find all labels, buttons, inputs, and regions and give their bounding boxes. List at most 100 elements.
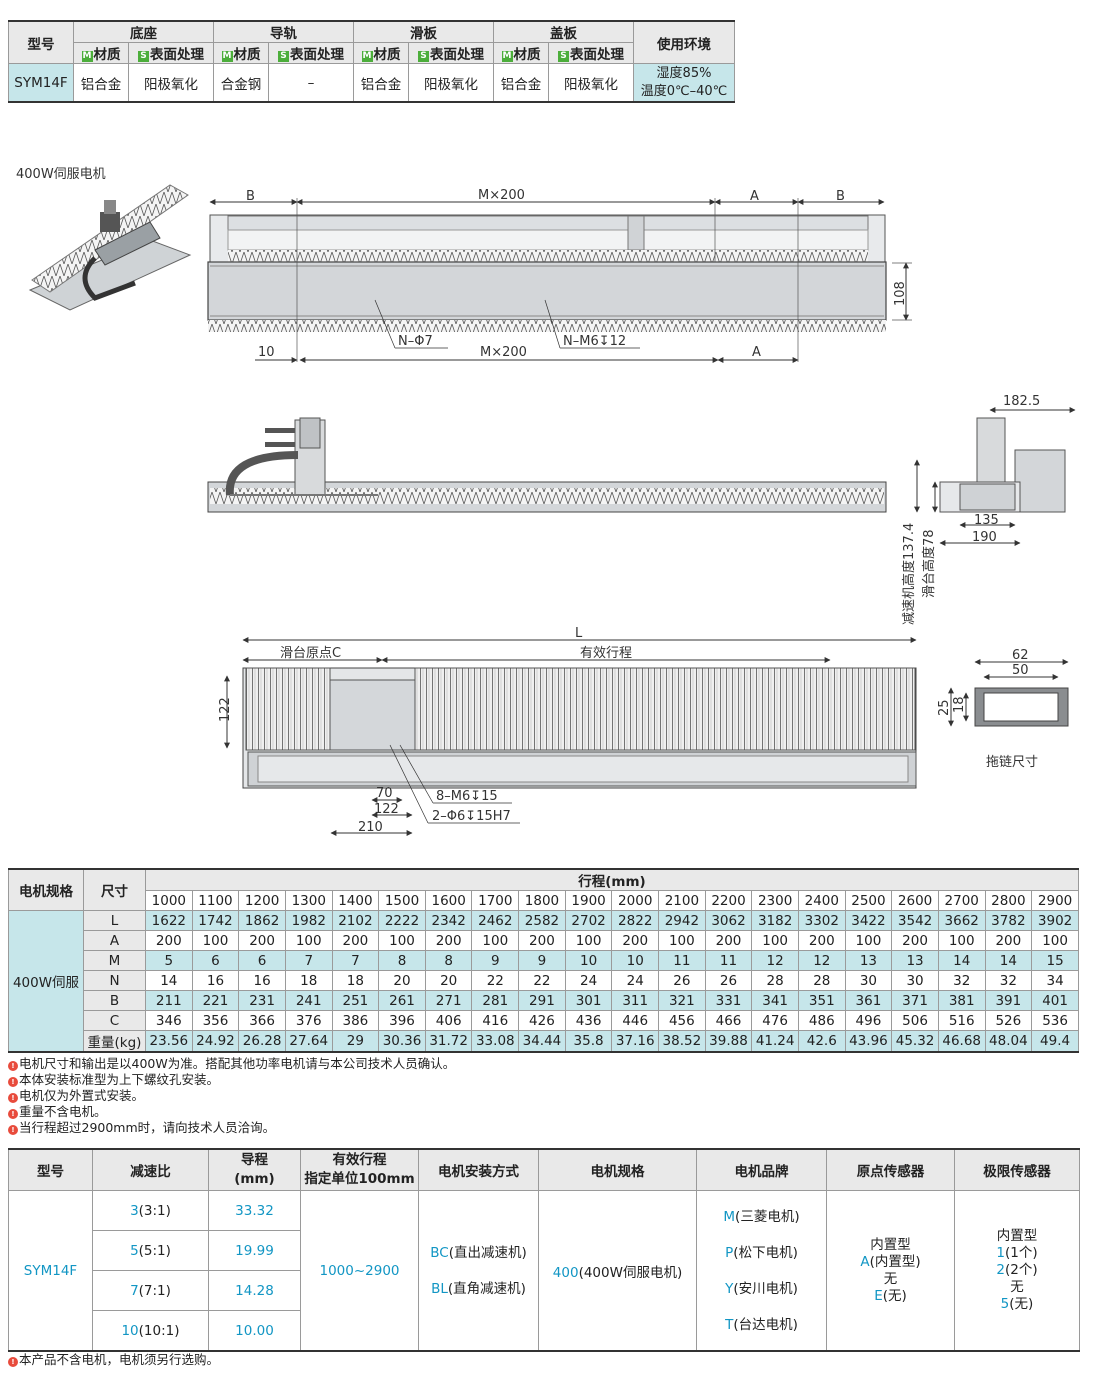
row-model: SYM14F — [8, 63, 74, 103]
dim-value: 241 — [284, 990, 333, 1011]
cell: 铝合金 — [73, 63, 129, 103]
dim-value: 200 — [611, 930, 660, 951]
stroke-header: 2200 — [704, 890, 753, 911]
dim-value: 18 — [331, 970, 380, 991]
front-view: L 滑台原点C 有效行程 122 70 122 210 8–M6↧15 2–Φ6… — [218, 626, 1069, 836]
dim-value: 13 — [844, 950, 893, 971]
dim-value: 18 — [284, 970, 333, 991]
col-env: 使用环境 — [633, 20, 735, 64]
col-model: 型号 — [8, 20, 74, 64]
dim-value: 100 — [284, 930, 333, 951]
dim-value: 26 — [704, 970, 753, 991]
dim-value: 10 — [564, 950, 613, 971]
dim-122-v: 122 — [218, 697, 233, 722]
stroke-header: 1000 — [145, 890, 193, 911]
note-icon: ! — [8, 1077, 18, 1087]
stroke-header: 1600 — [424, 890, 473, 911]
label-2phi6: 2–Φ6↧15H7 — [432, 809, 511, 824]
dim-value: 200 — [891, 930, 939, 951]
dim-value: 426 — [518, 1010, 566, 1031]
notes: !电机尺寸和输出是以400W为准。搭配其他功率电机请与本公司技术人员确认。!本体… — [8, 1056, 455, 1136]
label-N-M6: N–M6↧12 — [563, 334, 626, 349]
stroke-header: 1100 — [191, 890, 240, 911]
label-chain: 拖链尺寸 — [986, 755, 1038, 770]
stroke-header: 2600 — [891, 890, 939, 911]
dim-value: 15 — [1031, 950, 1079, 971]
spec-option: 400(400W伺服电机) — [538, 1190, 697, 1352]
dim-value: 401 — [1031, 990, 1079, 1011]
col-rail: 导轨 — [213, 20, 354, 43]
note-icon: ! — [8, 1357, 18, 1367]
dim-value: 34 — [1031, 970, 1079, 991]
dim-50: 50 — [1012, 663, 1029, 678]
dim-value: 331 — [704, 990, 753, 1011]
h-spec: 电机规格 — [538, 1148, 697, 1191]
dim-value: 3422 — [844, 910, 893, 931]
dim-value: 38.52 — [658, 1030, 706, 1053]
dim-value: 28 — [751, 970, 799, 991]
dim-value: 496 — [844, 1010, 893, 1031]
dim-value: 100 — [1031, 930, 1079, 951]
order-model: SYM14F — [8, 1190, 93, 1352]
dim-value: 321 — [658, 990, 706, 1011]
dim-value: 1622 — [145, 910, 193, 931]
label-stroke: 有效行程 — [580, 646, 632, 661]
product-thumbnail — [28, 184, 192, 311]
dim-value: 30 — [844, 970, 893, 991]
dim-value: 10 — [611, 950, 660, 971]
dim-value: 311 — [611, 990, 660, 1011]
dim-value: 6 — [191, 950, 240, 971]
stroke-header: 2900 — [1031, 890, 1079, 911]
stroke-header: 2100 — [658, 890, 706, 911]
dim-A: A — [750, 189, 759, 204]
dim-value: 3542 — [891, 910, 939, 931]
dim-value: 2942 — [658, 910, 706, 931]
dim-value: 20 — [424, 970, 473, 991]
dim-value: 37.16 — [611, 1030, 660, 1053]
dim-210: 210 — [358, 820, 383, 835]
dim-value: 341 — [751, 990, 799, 1011]
dim-value: 100 — [751, 930, 799, 951]
dim-value: 1742 — [191, 910, 240, 931]
dim-row-label: 重量(kg) — [83, 1030, 146, 1053]
dim-value: 1862 — [238, 910, 286, 931]
dim-value: 14 — [937, 950, 986, 971]
dim-value: 32 — [984, 970, 1033, 991]
dim-value: 31.72 — [424, 1030, 473, 1053]
dim-value: 476 — [751, 1010, 799, 1031]
dim-value: 8 — [424, 950, 473, 971]
top-view: B M×200 A B 108 10 M×200 A N–Φ7 N–M6↧12 — [207, 188, 912, 363]
cell: 阳极氧化 — [128, 63, 214, 103]
dim-value: 381 — [937, 990, 986, 1011]
dim-value: 46.68 — [937, 1030, 986, 1053]
ratio-option: 3(3:1) — [92, 1190, 209, 1231]
dim-value: 2702 — [564, 910, 613, 931]
note-line: !当行程超过2900mm时，请向技术人员洽询。 — [8, 1120, 455, 1136]
mount-options: BC(直出减速机) BL(直角减速机) — [418, 1190, 539, 1352]
dim-value: 486 — [797, 1010, 846, 1031]
dim-value: 346 — [145, 1010, 193, 1031]
dim-value: 506 — [891, 1010, 939, 1031]
dim-L: L — [575, 626, 583, 641]
dim-value: 12 — [797, 950, 846, 971]
h-lead: 导程(mm) — [208, 1148, 301, 1191]
stroke-header: 1400 — [331, 890, 380, 911]
dim-value: 231 — [238, 990, 286, 1011]
col-base: 底座 — [73, 20, 214, 43]
stroke-header: 1800 — [518, 890, 566, 911]
dim-108: 108 — [893, 281, 908, 306]
dim-value: 20 — [378, 970, 426, 991]
dim-value: 100 — [937, 930, 986, 951]
dim-value: 13 — [891, 950, 939, 971]
h-model: 型号 — [8, 1148, 93, 1191]
cell: 合金钢 — [213, 63, 269, 103]
dim-182-5: 182.5 — [1003, 394, 1040, 409]
dim-value: 371 — [891, 990, 939, 1011]
h-stroke: 有效行程指定单位100mm — [300, 1148, 419, 1191]
dim-value: 261 — [378, 990, 426, 1011]
dim-value: 45.32 — [891, 1030, 939, 1053]
dim-row-label: A — [83, 930, 146, 951]
